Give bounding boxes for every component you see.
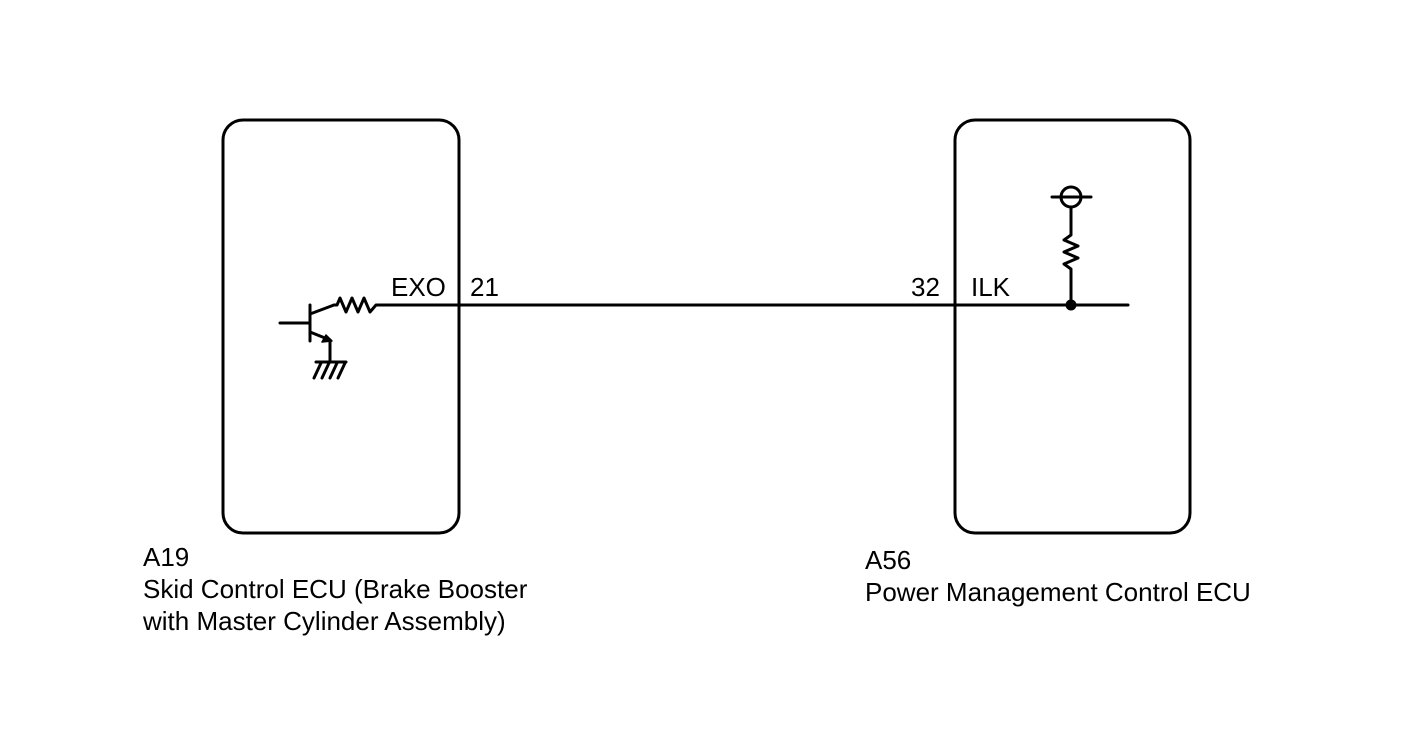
right-ecu-code: A56 xyxy=(865,545,912,575)
left-ecu-box xyxy=(221,118,461,535)
junction-dot-icon xyxy=(1065,299,1077,311)
transistor-emitter-arrow-icon xyxy=(321,334,333,343)
left-terminal-name: EXO xyxy=(391,272,446,302)
right-terminal-name: ILK xyxy=(971,272,1011,302)
right-terminal-pin: 32 xyxy=(911,272,940,302)
right-ecu-name-line1: Power Management Control ECU xyxy=(865,577,1251,607)
power-supply-icon xyxy=(1050,185,1093,209)
transistor-icon xyxy=(278,303,336,364)
left-ecu-name-line2: with Master Cylinder Assembly) xyxy=(143,606,506,636)
left-ecu-name-line1: Skid Control ECU (Brake Booster xyxy=(143,574,528,604)
ground-icon xyxy=(312,360,348,380)
resistor-icon xyxy=(332,296,382,314)
left-ecu-code: A19 xyxy=(143,542,190,572)
left-ecu-caption: A19 Skid Control ECU (Brake Booster with… xyxy=(143,541,527,637)
left-terminal-pin: 21 xyxy=(470,272,499,302)
pull-up-resistor-icon xyxy=(1062,205,1080,307)
right-ecu-caption: A56 Power Management Control ECU xyxy=(865,544,1251,608)
right-ecu-box xyxy=(953,118,1192,535)
